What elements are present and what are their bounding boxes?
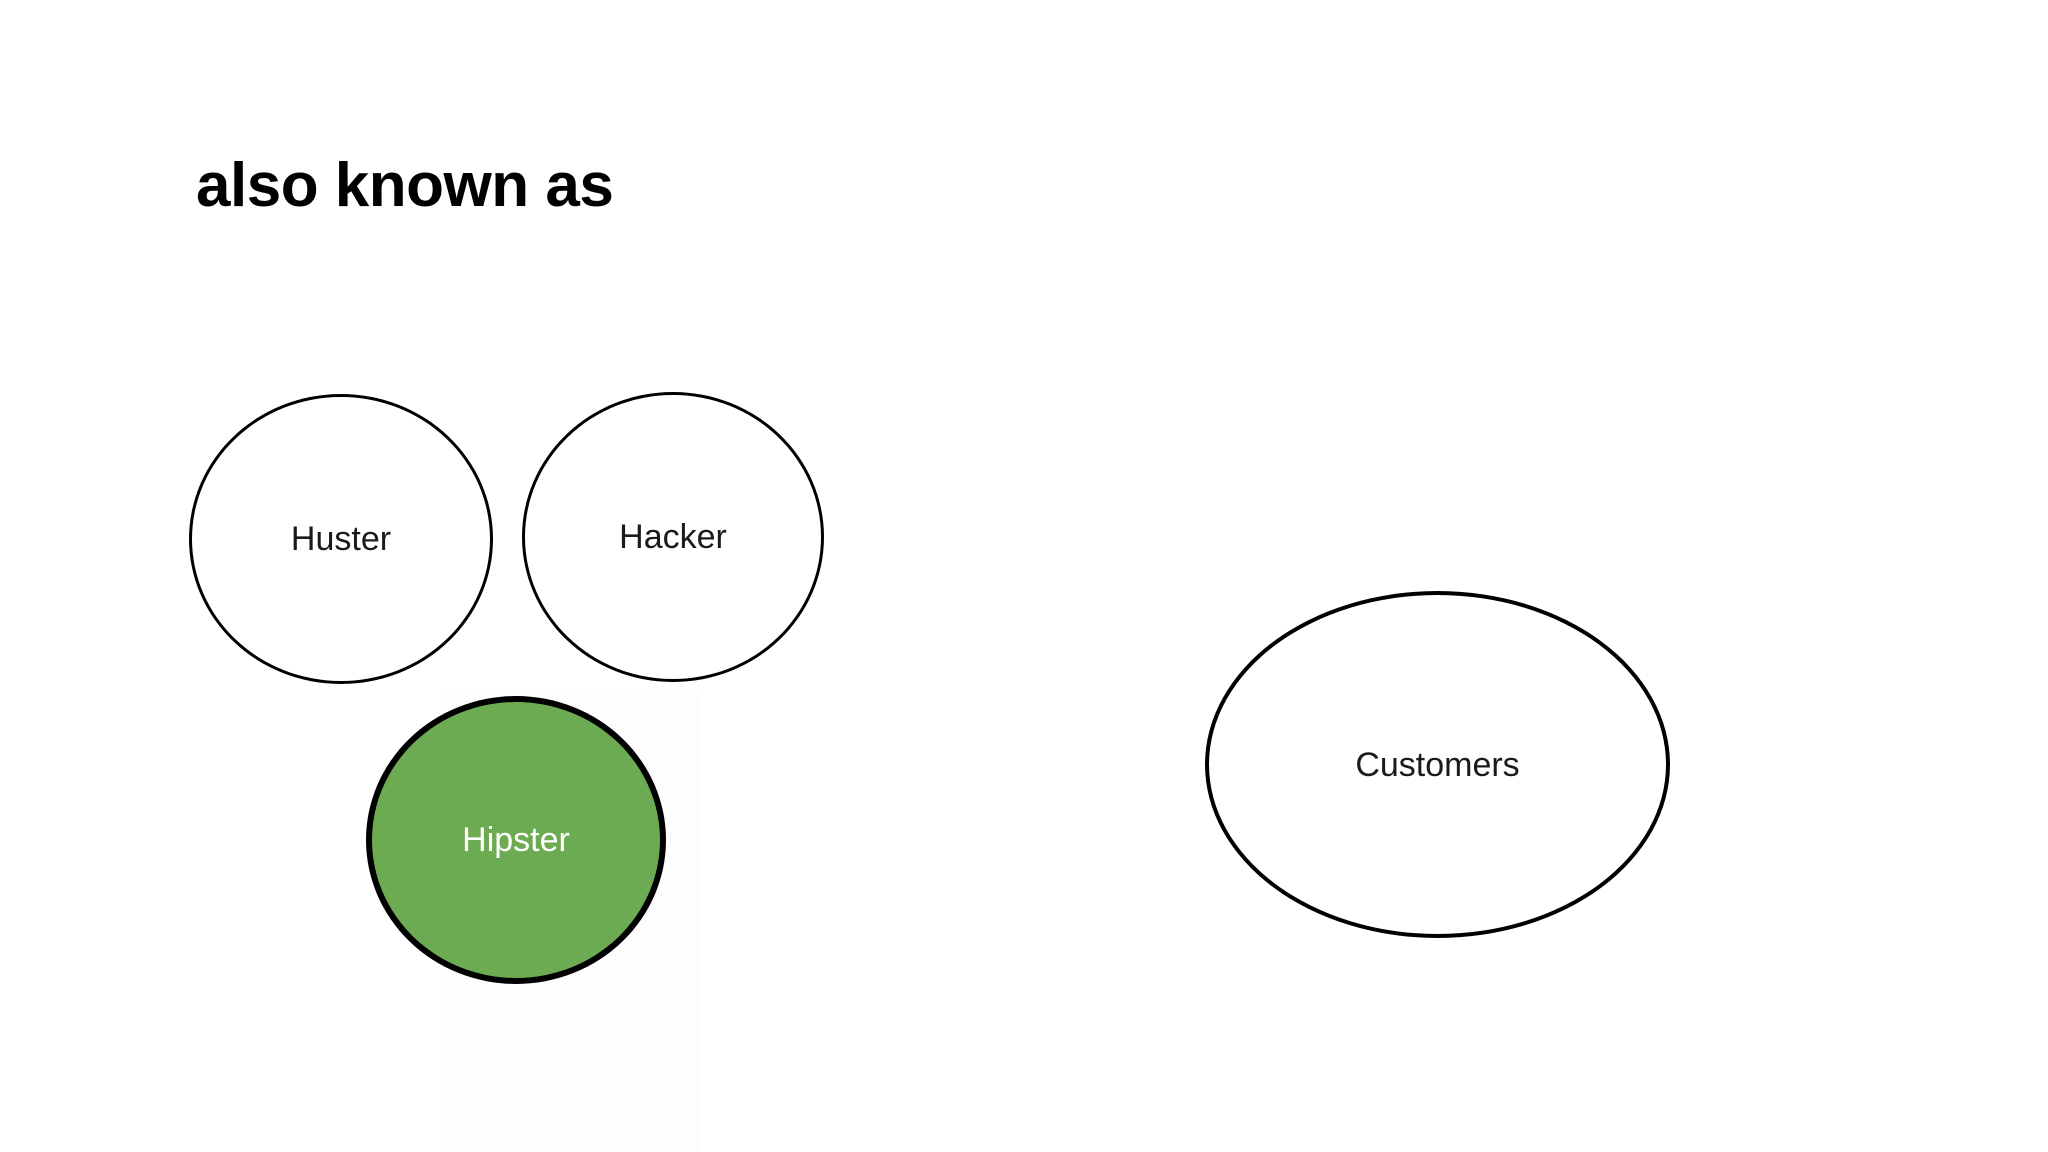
page-title: also known as <box>196 151 614 220</box>
bubble-hacker[interactable]: Hacker <box>522 392 824 682</box>
bubble-hipster-label: Hipster <box>462 821 570 859</box>
bubble-huster-label: Huster <box>290 520 392 558</box>
bubble-hipster[interactable]: Hipster <box>366 696 666 984</box>
bubble-customers-label: Customers <box>1355 745 1520 784</box>
bubble-hacker-label: Hacker <box>619 518 727 556</box>
bubble-huster[interactable]: Huster <box>189 394 493 684</box>
bubble-customers[interactable]: Customers <box>1205 591 1670 938</box>
